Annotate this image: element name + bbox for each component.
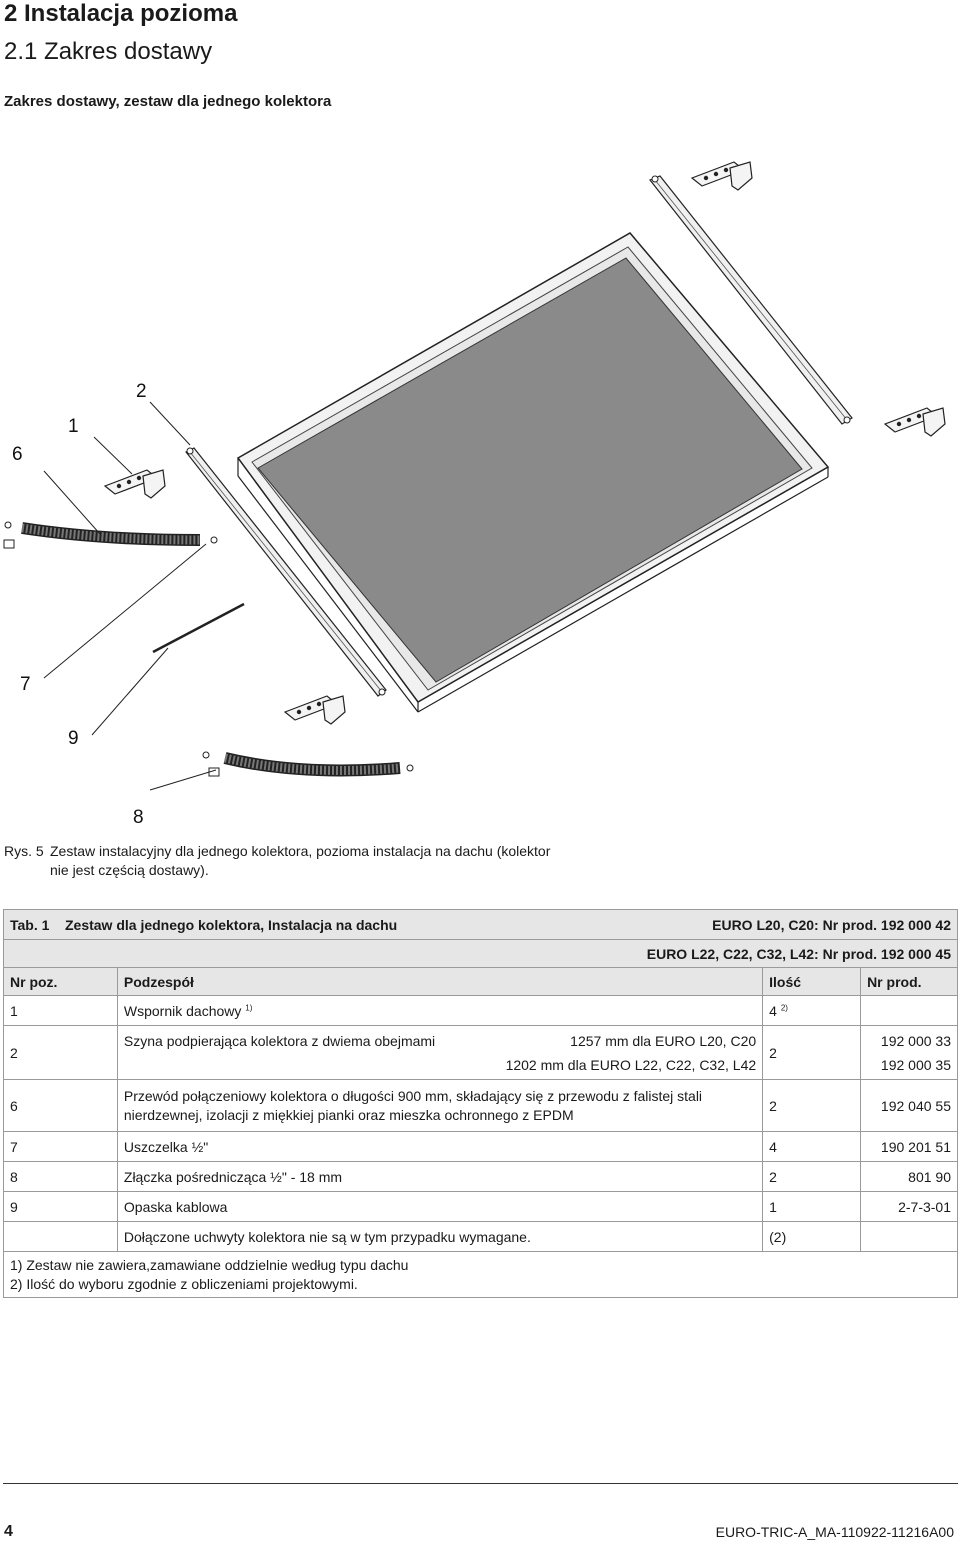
installation-kit-figure: 6 1 2 7 9 8 — [3, 161, 946, 828]
cell-prod: 190 201 51 — [860, 1131, 958, 1162]
table-row: 8 Złączka pośrednicząca ½" - 18 mm 2 801… — [3, 1161, 958, 1192]
cell-qty: (2) — [762, 1221, 862, 1252]
cell-prod: 192 000 33 192 000 35 — [860, 1025, 958, 1080]
cell-pos — [3, 1221, 118, 1252]
cell-prod — [860, 1221, 958, 1252]
note-2: 2) Ilość do wyboru zgodnie z obliczeniam… — [10, 1275, 358, 1292]
cell-part: Szyna podpierająca kolektora z dwiema ob… — [116, 1025, 764, 1080]
connection-hose-upper — [3, 521, 218, 549]
table-row: 9 Opaska kablowa 1 2-7-3-01 — [3, 1191, 958, 1222]
page-number: 4 — [4, 1523, 13, 1540]
figure-label-8: 8 — [133, 807, 144, 828]
support-rail-right — [649, 175, 853, 425]
cell-pos: 7 — [3, 1131, 118, 1162]
cell-pos: 9 — [3, 1191, 118, 1222]
table-row: 2 Szyna podpierająca kolektora z dwiema … — [3, 1025, 958, 1080]
figure-subtitle: Zakres dostawy, zestaw dla jednego kolek… — [4, 93, 332, 110]
figure-caption: Rys. 5 Zestaw instalacyjny dla jednego ko… — [4, 842, 604, 880]
cell-pos: 8 — [3, 1161, 118, 1192]
figure-label-9: 9 — [68, 728, 79, 749]
figure-label-2: 2 — [136, 381, 147, 402]
cell-part: Złączka pośrednicząca ½" - 18 mm — [116, 1161, 764, 1192]
cell-prod: 801 90 — [860, 1161, 958, 1192]
cell-prod: 192 040 55 — [860, 1079, 958, 1132]
table-title: Zestaw dla jednego kolektora, Instalacja… — [64, 916, 398, 933]
cell-prod — [860, 995, 958, 1026]
table-row: 7 Uszczelka ½" 4 190 201 51 — [3, 1131, 958, 1162]
product-number-2: EURO L22, C22, C32, L42: Nr prod. 192 00… — [3, 939, 958, 968]
caption-line-2: nie jest częścią dostawy). — [50, 862, 209, 878]
cell-pos: 1 — [3, 995, 118, 1026]
cell-qty: 2 — [762, 1161, 862, 1192]
connection-hose-lower — [202, 751, 414, 777]
col-part: Podzespół — [116, 967, 764, 996]
table-notes: 1) Zestaw nie zawiera,zamawiane oddzieln… — [3, 1251, 958, 1298]
cell-qty: 4 2) — [762, 995, 862, 1026]
cell-part: Dołączone uchwyty kolektora nie są w tym… — [116, 1221, 764, 1252]
figure-label-6: 6 — [12, 444, 23, 465]
col-qty: Ilość — [762, 967, 862, 996]
document-code: EURO-TRIC-A_MA-110922-11216A00 — [715, 1524, 954, 1540]
table-row: 1 Wspornik dachowy 1) 4 2) — [3, 995, 958, 1026]
figure-label-1: 1 — [68, 416, 79, 437]
section-heading: 2 Instalacja pozioma — [4, 0, 238, 27]
collector-panel — [236, 232, 830, 713]
cell-qty: 2 — [762, 1079, 862, 1132]
note-1: 1) Zestaw nie zawiera,zamawiane oddzieln… — [10, 1256, 409, 1273]
leader-lines — [43, 401, 217, 791]
table-title-row: Tab. 1 Zestaw dla jednego kolektora, Ins… — [3, 909, 958, 940]
support-rail-left — [185, 447, 387, 697]
table-number: Tab. 1 — [10, 916, 50, 933]
cell-prod: 2-7-3-01 — [860, 1191, 958, 1222]
product-number-1: EURO L20, C20: Nr prod. 192 000 42 — [712, 916, 951, 933]
footer-divider — [3, 1483, 958, 1484]
table-row: 6 Przewód połączeniowy kolektora o długo… — [3, 1079, 958, 1132]
cable-tie — [152, 602, 245, 654]
cell-part: Wspornik dachowy 1) — [116, 995, 764, 1026]
cell-qty: 1 — [762, 1191, 862, 1222]
kit-table: Tab. 1 Zestaw dla jednego kolektora, Ins… — [3, 909, 958, 1298]
cell-pos: 6 — [3, 1079, 118, 1132]
col-prod: Nr prod. — [860, 967, 958, 996]
cell-qty: 4 — [762, 1131, 862, 1162]
caption-line-1: Zestaw instalacyjny dla jednego kolektor… — [50, 843, 551, 859]
caption-number: Rys. 5 — [4, 843, 44, 859]
col-pos: Nr poz. — [3, 967, 118, 996]
table-row: Dołączone uchwyty kolektora nie są w tym… — [3, 1221, 958, 1252]
roof-bracket — [103, 161, 946, 725]
table-header-row: Nr poz. Podzespół Ilość Nr prod. — [3, 967, 958, 996]
cell-qty: 2 — [762, 1025, 862, 1080]
figure-label-7: 7 — [20, 674, 31, 695]
cell-part: Uszczelka ½" — [116, 1131, 764, 1162]
subsection-heading: 2.1 Zakres dostawy — [4, 38, 213, 65]
cell-pos: 2 — [3, 1025, 118, 1080]
cell-part: Opaska kablowa — [116, 1191, 764, 1222]
cell-part: Przewód połączeniowy kolektora o długośc… — [116, 1079, 764, 1132]
